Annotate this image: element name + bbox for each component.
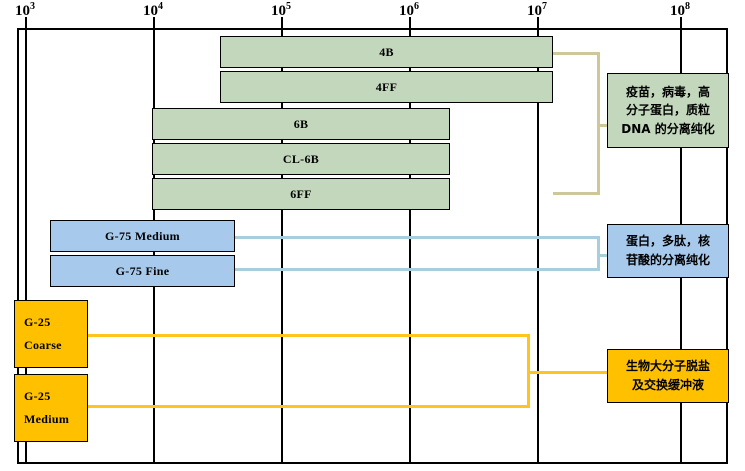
x-axis-tick-mark bbox=[409, 17, 411, 28]
bracket-stub-blue bbox=[600, 253, 607, 257]
annotation-line: 苷酸的分离纯化 bbox=[625, 253, 710, 267]
bracket-stub-green bbox=[600, 123, 607, 127]
x-axis-tick-label: 103 bbox=[15, 1, 35, 19]
annotation-line: 疫苗，病毒，高 bbox=[625, 84, 710, 99]
range-bar: G-75 Medium bbox=[50, 220, 235, 252]
range-bar: 4B bbox=[220, 36, 553, 68]
gridline bbox=[281, 28, 283, 464]
range-bar-label: 6FF bbox=[290, 186, 312, 201]
range-bar: 6FF bbox=[152, 178, 450, 210]
range-bar-label: G-75 Fine bbox=[115, 263, 170, 278]
bracket-yellow bbox=[88, 334, 530, 408]
bracket-blue bbox=[235, 236, 600, 271]
range-bar: G-75 Fine bbox=[50, 255, 235, 287]
annotation-line: 及交换缓冲液 bbox=[631, 378, 704, 392]
range-bar-label: 6B bbox=[293, 116, 309, 131]
annotation-line: 分子蛋白，质粒 bbox=[625, 103, 710, 118]
x-axis-tick-mark bbox=[281, 17, 283, 28]
bracket-green bbox=[553, 52, 600, 195]
gridline bbox=[537, 28, 539, 464]
annotation-callout-green: 疫苗，病毒，高分子蛋白，质粒 DNA 的分离纯化 bbox=[607, 73, 729, 148]
x-axis-tick-label: 104 bbox=[143, 1, 163, 19]
range-bar-label-second-line: Coarse bbox=[24, 338, 62, 352]
range-bar-label: G-25 bbox=[24, 389, 51, 404]
range-bar: 4FF bbox=[220, 71, 553, 103]
range-bar-label: 4FF bbox=[375, 79, 398, 94]
range-bar: CL-6B bbox=[152, 143, 450, 175]
x-axis-tick-mark bbox=[537, 17, 539, 28]
range-bar: 6B bbox=[152, 108, 450, 140]
annotation-line: 生物大分子脱盐 bbox=[625, 359, 710, 374]
range-bar-label: G-25 bbox=[24, 315, 51, 330]
annotation-callout-yellow: 生物大分子脱盐及交换缓冲液 bbox=[607, 349, 729, 403]
annotation-callout-blue: 蛋白，多肽，核苷酸的分离纯化 bbox=[607, 224, 729, 278]
range-bar-label: CL-6B bbox=[282, 151, 320, 166]
x-axis-tick-label: 107 bbox=[527, 1, 547, 19]
gridline bbox=[409, 28, 411, 464]
x-axis-tick-label: 108 bbox=[670, 1, 690, 19]
x-axis-tick-mark bbox=[25, 17, 27, 28]
gridline bbox=[25, 28, 27, 464]
x-axis-tick-label: 105 bbox=[271, 1, 291, 19]
bracket-stub-yellow bbox=[530, 371, 607, 374]
annotation-line: DNA 的分离纯化 bbox=[621, 121, 715, 136]
x-axis-tick-mark bbox=[680, 17, 682, 28]
range-bar-label-second-line: Medium bbox=[24, 412, 70, 426]
x-axis-tick-label: 106 bbox=[399, 1, 419, 19]
annotation-line: 蛋白，多肽，核 bbox=[625, 234, 710, 249]
range-bar-label: 4B bbox=[379, 44, 394, 59]
range-bar-label: G-75 Medium bbox=[105, 228, 180, 243]
x-axis-tick-mark bbox=[153, 17, 155, 28]
